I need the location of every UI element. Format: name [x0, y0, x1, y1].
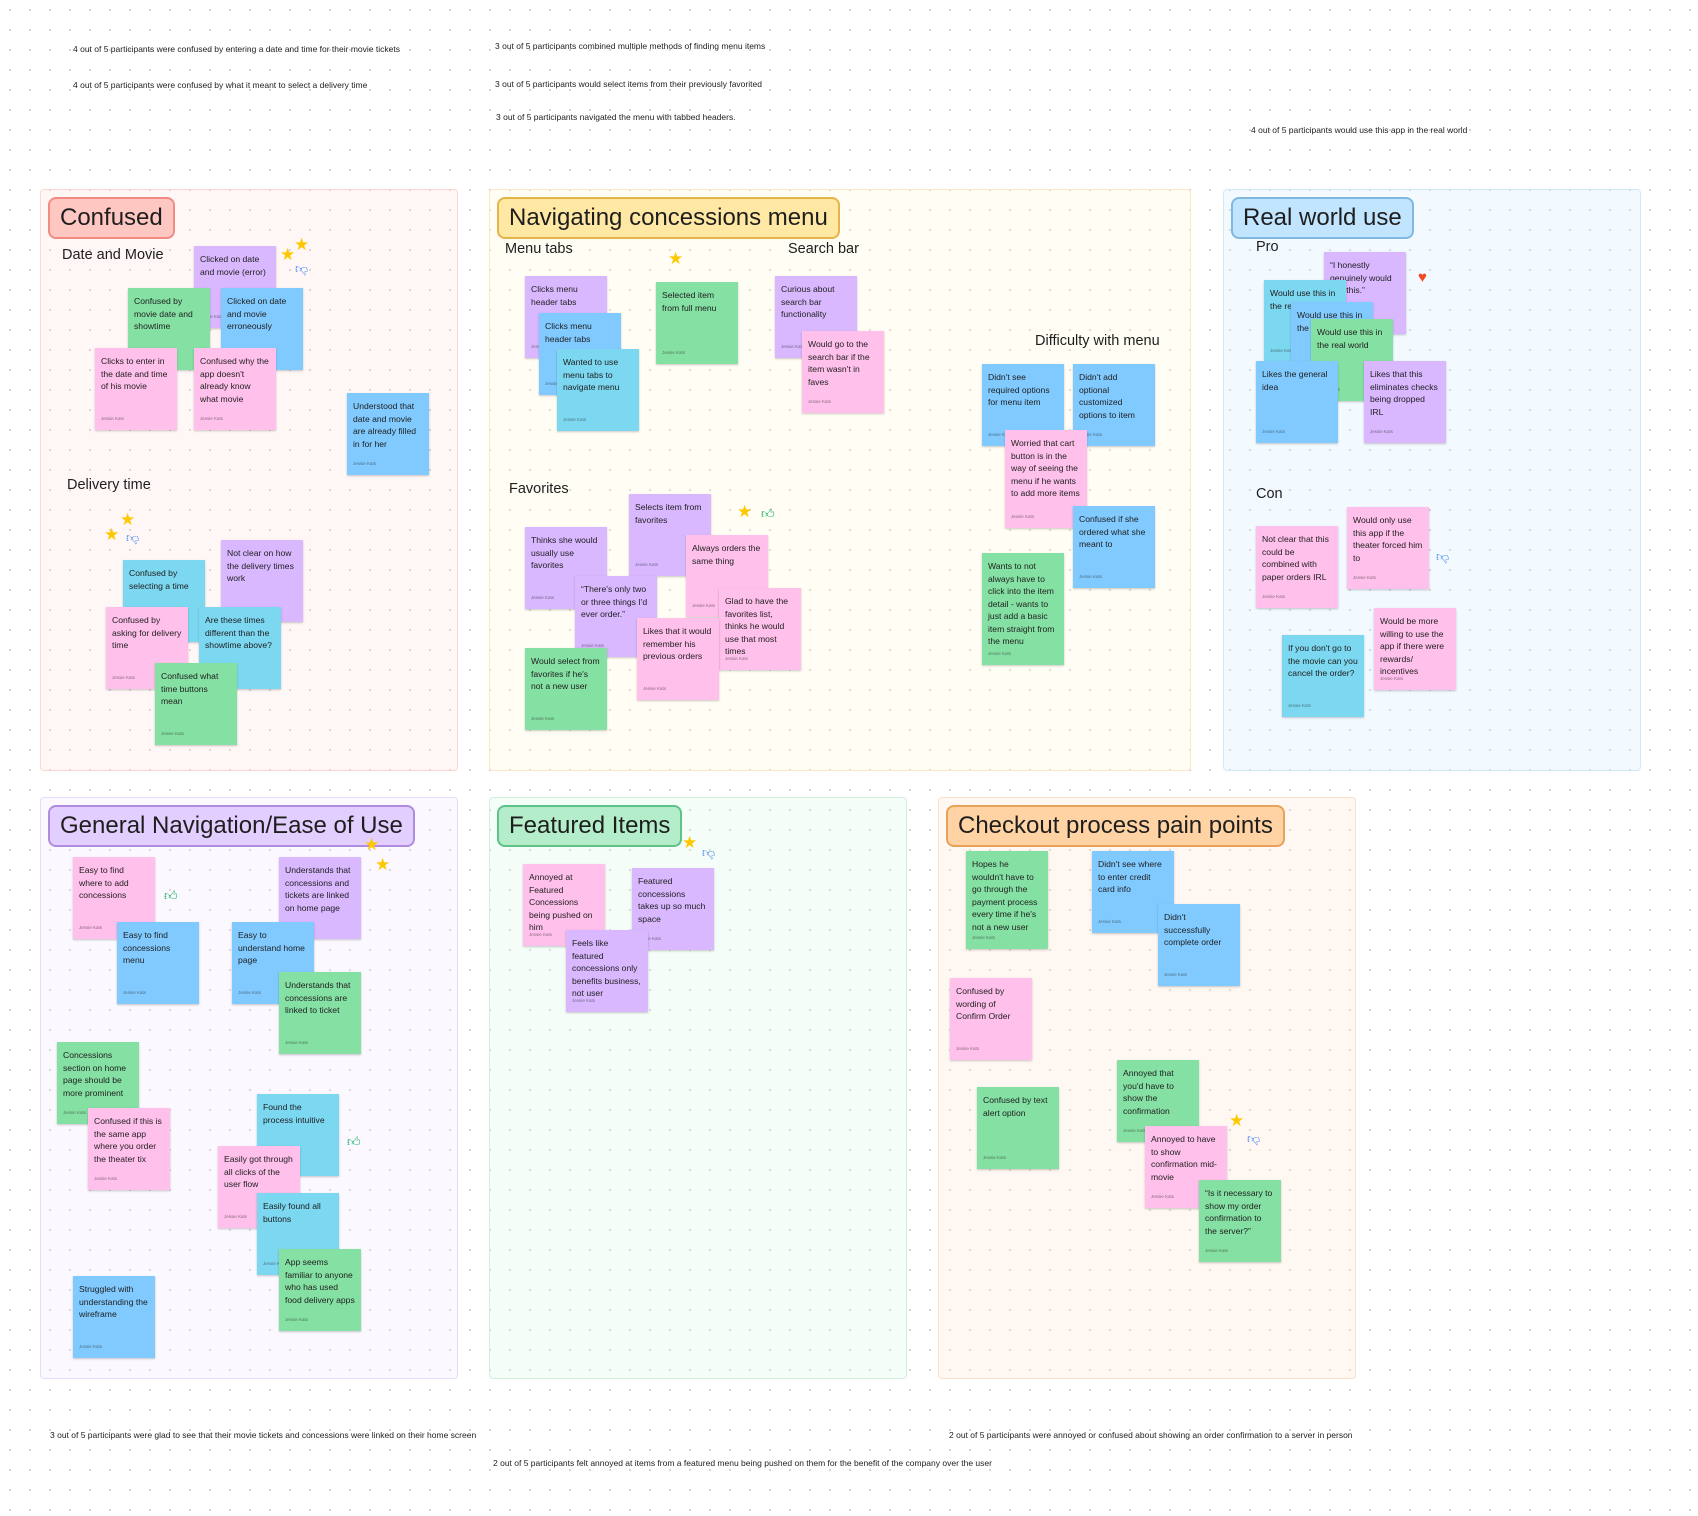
subheading: Date and Movie	[62, 247, 164, 263]
sticky-note[interactable]: Would go to the search bar if the item w…	[802, 331, 884, 413]
sticky-note[interactable]: Likes that this eliminates checks being …	[1364, 361, 1446, 443]
star-icon[interactable]: ★	[364, 835, 380, 854]
thumb-down-icon[interactable]: 👎︎	[1247, 1131, 1261, 1146]
summary-text: 2 out of 5 participants were annoyed or …	[949, 1430, 1353, 1440]
star-icon[interactable]: ★	[120, 510, 136, 529]
sticky-note[interactable]: Struggled with understanding the wirefra…	[73, 1276, 155, 1358]
sticky-note[interactable]: If you don't go to the movie can you can…	[1282, 635, 1364, 717]
summary-text: 3 out of 5 participants were glad to see…	[50, 1430, 477, 1440]
section-title-navigating[interactable]: Navigating concessions menu	[497, 197, 840, 239]
thumb-down-icon[interactable]: 👎︎	[126, 530, 140, 545]
sticky-note[interactable]: Feels like featured concessions only ben…	[566, 930, 648, 1012]
thumb-up-icon[interactable]: 👍︎	[347, 1134, 361, 1149]
summary-text: 3 out of 5 participants navigated the me…	[496, 112, 736, 122]
sticky-note[interactable]: Worried that cart button is in the way o…	[1005, 430, 1087, 528]
heart-icon[interactable]: ♥	[1418, 269, 1427, 286]
subheading: Menu tabs	[505, 241, 573, 257]
sticky-note[interactable]: Glad to have the favorites list, thinks …	[719, 588, 801, 670]
sticky-note[interactable]: “Is it necessary to show my order confir…	[1199, 1180, 1281, 1262]
section-title-real-world[interactable]: Real world use	[1231, 197, 1414, 239]
summary-text: 3 out of 5 participants would select ite…	[495, 79, 762, 89]
sticky-note[interactable]: Would only use this app if the theater f…	[1347, 507, 1429, 589]
subheading: Difficulty with menu	[1035, 333, 1160, 349]
sticky-note[interactable]: Understands that concessions are linked …	[279, 972, 361, 1054]
thumb-down-icon[interactable]: 👎︎	[295, 261, 309, 276]
sticky-note[interactable]: Not clear that this could be combined wi…	[1256, 526, 1338, 608]
summary-text: 3 out of 5 participants combined multipl…	[495, 41, 766, 51]
star-icon[interactable]: ★	[682, 833, 698, 852]
star-icon[interactable]: ★	[668, 249, 684, 268]
subheading: Favorites	[509, 481, 569, 497]
sticky-note[interactable]: App seems familiar to anyone who has use…	[279, 1249, 361, 1331]
section-title-checkout[interactable]: Checkout process pain points	[946, 805, 1285, 847]
section-title-general-navigation[interactable]: General Navigation/Ease of Use	[48, 805, 415, 847]
sticky-note[interactable]: Understood that date and movie are alrea…	[347, 393, 429, 475]
sticky-note[interactable]: Wants to not always have to click into t…	[982, 553, 1064, 665]
sticky-note[interactable]: Hopes he wouldn't have to go through the…	[966, 851, 1048, 949]
star-icon[interactable]: ★	[104, 525, 120, 544]
sticky-note[interactable]: Easily got through all clicks of the use…	[218, 1146, 300, 1228]
star-icon[interactable]: ★	[737, 502, 753, 521]
section-title-confused[interactable]: Confused	[48, 197, 175, 239]
summary-text: 4 out of 5 participants were confused by…	[73, 80, 368, 90]
star-icon[interactable]: ★	[1229, 1111, 1245, 1130]
thumb-up-icon[interactable]: 👍︎	[164, 888, 178, 903]
sticky-note[interactable]: Would select from favorites if he's not …	[525, 648, 607, 730]
sticky-note[interactable]: Clicks to enter in the date and time of …	[95, 348, 177, 430]
summary-text: 4 out of 5 participants would use this a…	[1251, 125, 1468, 135]
subheading: Search bar	[788, 241, 859, 257]
star-icon[interactable]: ★	[375, 855, 391, 874]
sticky-note[interactable]: Wanted to use menu tabs to navigate menu…	[557, 349, 639, 431]
sticky-note[interactable]: Confused why the app doesn't already kno…	[194, 348, 276, 430]
summary-text: 4 out of 5 participants were confused by…	[73, 44, 400, 54]
thumb-up-icon[interactable]: 👍︎	[761, 506, 775, 521]
sticky-note[interactable]: Confused if this is the same app where y…	[88, 1108, 170, 1190]
sticky-note[interactable]: Understands that concessions and tickets…	[279, 857, 361, 939]
subheading: Pro	[1256, 239, 1279, 255]
thumb-down-icon[interactable]: 👎︎	[702, 845, 716, 860]
sticky-note[interactable]: Didn't add optional customized options t…	[1073, 364, 1155, 446]
sticky-note[interactable]: Would be more willing to use the app if …	[1374, 608, 1456, 690]
summary-text: 2 out of 5 participants felt annoyed at …	[493, 1458, 992, 1468]
sticky-note[interactable]: Likes that it would remember his previou…	[637, 618, 719, 700]
sticky-note[interactable]: Confused if she ordered what she meant t…	[1073, 506, 1155, 588]
section-title-featured-items[interactable]: Featured Items	[497, 805, 683, 847]
thumb-down-icon[interactable]: 👎︎	[1436, 549, 1450, 564]
subheading: Con	[1256, 486, 1283, 502]
star-icon[interactable]: ★	[280, 245, 296, 264]
subheading: Delivery time	[67, 477, 151, 493]
star-icon[interactable]: ★	[294, 235, 310, 254]
